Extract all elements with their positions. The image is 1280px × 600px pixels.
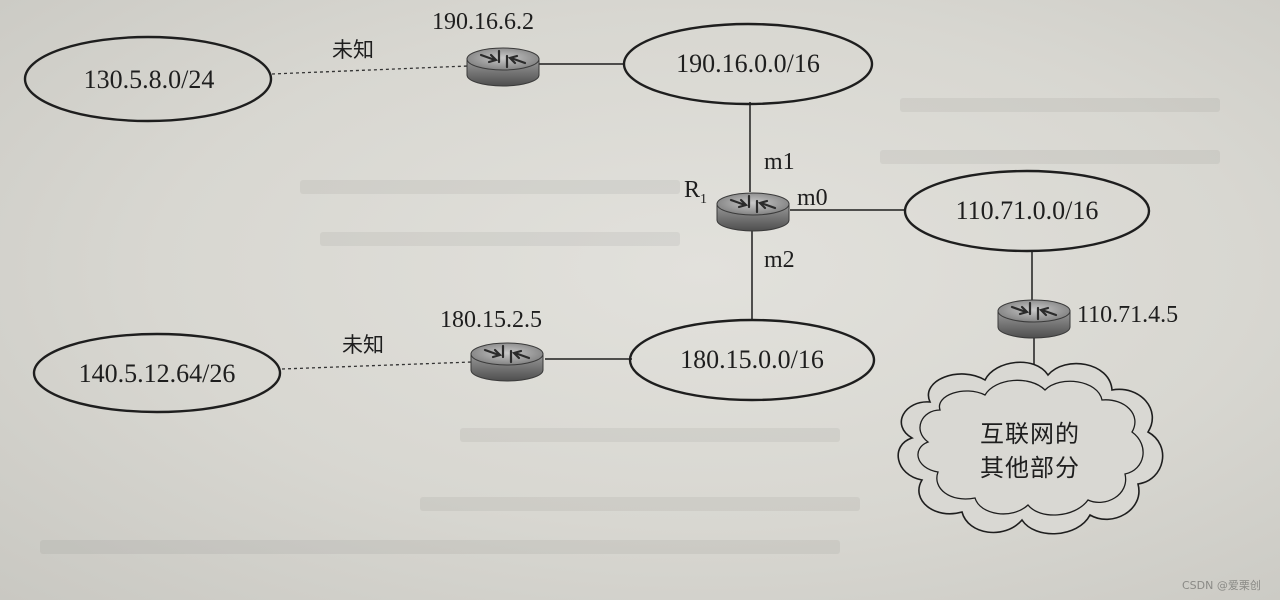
network-140-ellipse — [32, 332, 282, 414]
showthrough-line — [420, 497, 860, 511]
network-190-label: 190.16.0.0/16 — [676, 49, 820, 78]
showthrough-line — [300, 180, 680, 194]
network-130-ellipse — [23, 35, 273, 123]
router-right-ip-label: 110.71.4.5 — [1077, 302, 1179, 328]
showthrough-line — [320, 232, 680, 246]
router-bottom-ip-label: 180.15.2.5 — [440, 307, 542, 333]
interface-m2-label: m2 — [764, 247, 795, 273]
network-190-ellipse — [622, 22, 874, 106]
router-r1-name: R — [684, 177, 701, 203]
unknown-link-top-label: 未知 — [332, 38, 374, 62]
router-r1-subscript: 1 — [700, 191, 708, 207]
network-130-label: 130.5.8.0/24 — [83, 65, 215, 94]
router-right — [996, 298, 1072, 340]
interface-m0-label: m0 — [797, 185, 828, 211]
unknown-link-bottom-label: 未知 — [342, 333, 384, 357]
showthrough-line — [460, 428, 840, 442]
link-unknown-bottom — [281, 361, 473, 370]
network-140-label: 140.5.12.64/26 — [78, 359, 236, 388]
showthrough-line — [880, 150, 1220, 164]
router-bottom — [469, 341, 545, 383]
showthrough-line — [900, 98, 1220, 112]
watermark: CSDN @爱栗创 — [1182, 579, 1261, 592]
link-unknown-top — [271, 65, 469, 75]
router-r1 — [715, 191, 791, 233]
router-top — [465, 46, 541, 88]
cloud-label-line1: 互联网的 — [980, 420, 1080, 448]
internet-cloud — [897, 361, 1164, 535]
network-110-ellipse — [903, 169, 1151, 253]
router-top-ip-label: 190.16.6.2 — [432, 9, 534, 35]
interface-m1-label: m1 — [764, 149, 795, 175]
network-180-ellipse — [628, 318, 876, 402]
router-r1-label: R1 — [684, 178, 707, 207]
showthrough-line — [40, 540, 840, 554]
network-110-label: 110.71.0.0/16 — [955, 196, 1099, 225]
network-180-label: 180.15.0.0/16 — [680, 345, 824, 374]
cloud-label-line2: 其他部分 — [980, 454, 1080, 482]
